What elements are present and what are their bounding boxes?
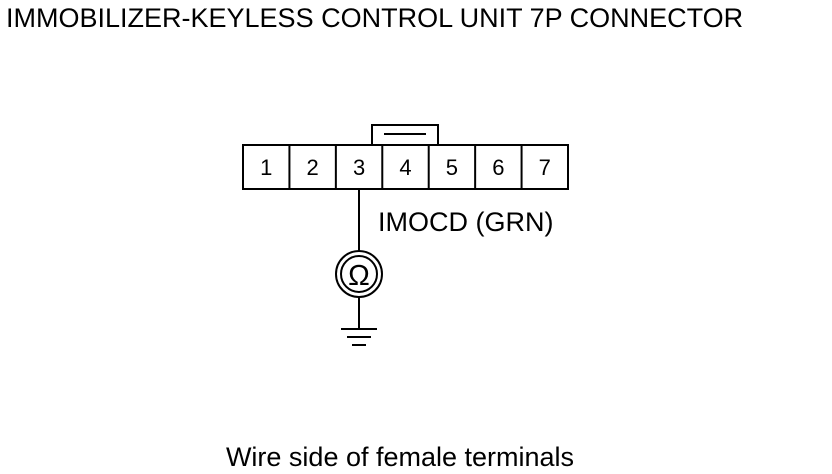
terminal-4-label: 4 [399, 155, 411, 180]
ohmmeter-icon: Ω [335, 250, 383, 298]
terminal-3-label: 3 [353, 155, 365, 180]
terminal-7-label: 7 [539, 155, 551, 180]
diagram-caption: Wire side of female terminals [225, 442, 575, 472]
connector-lock-tab [371, 124, 439, 146]
terminal-2-label: 2 [307, 155, 319, 180]
terminal-5-label: 5 [446, 155, 458, 180]
connector-body: 1 2 3 4 5 6 7 [242, 144, 569, 190]
terminal-6-label: 6 [492, 155, 504, 180]
terminal-1-label: 1 [260, 155, 272, 180]
ohm-symbol: Ω [348, 260, 370, 292]
diagram-title: IMMOBILIZER-KEYLESS CONTROL UNIT 7P CONN… [6, 3, 744, 33]
ground-icon [341, 328, 377, 346]
wire-label: IMOCD (GRN) [378, 207, 553, 237]
